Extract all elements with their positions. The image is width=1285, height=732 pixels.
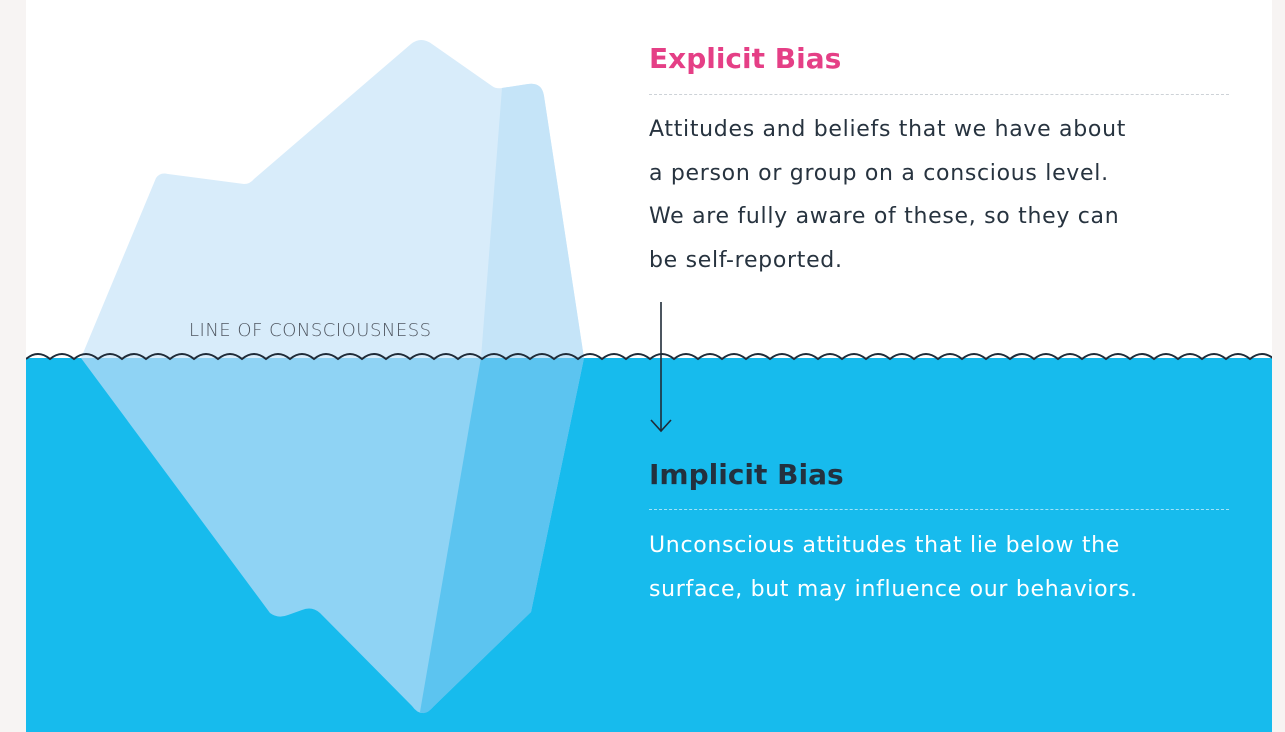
explicit-divider — [649, 94, 1229, 95]
consciousness-line-label: LINE OF CONSCIOUSNESS — [189, 320, 432, 341]
implicit-line: Unconscious attitudes that lie below the — [649, 533, 1121, 558]
explicit-line: be self-reported. — [649, 247, 843, 273]
infographic-canvas: LINE OF CONSCIOUSNESS Explicit Bias Atti… — [26, 0, 1272, 732]
down-arrow-icon — [650, 302, 672, 433]
iceberg-top — [81, 40, 584, 358]
iceberg-top-shade — [481, 83, 584, 358]
explicit-line: We are fully aware of these, so they can — [649, 204, 1120, 229]
iceberg-bottom-shade — [420, 358, 584, 714]
implicit-line: surface, but may influence our behaviors… — [649, 576, 1138, 602]
implicit-divider — [649, 509, 1229, 510]
explicit-line: Attitudes and beliefs that we have about — [649, 117, 1127, 142]
iceberg-scene — [26, 40, 1272, 732]
wave-line — [26, 353, 1272, 361]
explicit-bias-description: Attitudes and beliefs that we have about… — [649, 117, 1126, 291]
explicit-line: a person or group on a conscious level. — [649, 160, 1109, 186]
implicit-bias-title: Implicit Bias — [649, 458, 844, 491]
implicit-bias-description: Unconscious attitudes that lie below the… — [649, 533, 1138, 620]
explicit-bias-title: Explicit Bias — [649, 42, 842, 75]
